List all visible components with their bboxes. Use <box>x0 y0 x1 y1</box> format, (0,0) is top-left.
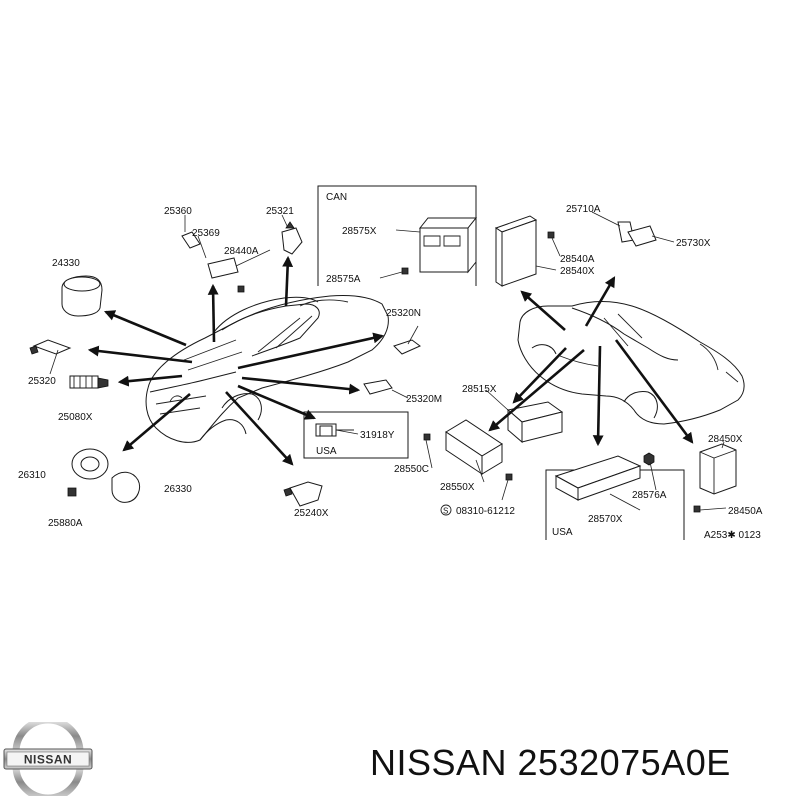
part-label: 25321 <box>266 206 294 217</box>
part-label: 28570X <box>588 514 623 525</box>
part-label: 28540X <box>560 266 595 277</box>
part-label: 28515X <box>462 384 497 395</box>
part-label: 28575A <box>326 274 361 285</box>
part-label: 28550X <box>440 482 475 493</box>
part-label: 26330 <box>164 484 192 495</box>
nissan-logo-text: NISSAN <box>24 753 72 767</box>
usa-label-1: USA <box>316 446 337 457</box>
page-title: NISSAN 2532075A0E <box>370 742 731 783</box>
part-label: 28550C <box>394 464 429 475</box>
can-label: CAN <box>326 192 347 203</box>
part-label: 28440A <box>224 246 259 257</box>
part-label: 08310-61212 <box>456 506 515 517</box>
part-label: 25730X <box>676 238 711 249</box>
part-label: 26310 <box>18 470 46 481</box>
part-label: 31918Y <box>360 430 395 441</box>
svg-text:S: S <box>443 507 448 516</box>
part-label: 25880A <box>48 518 83 529</box>
part-labels: 25360 25369 25321 28440A 24330 25320 250… <box>18 204 763 541</box>
right-car-illustration <box>517 301 745 425</box>
part-label: 25369 <box>192 228 220 239</box>
part-label-prefix-s <box>440 504 452 516</box>
part-label: 25320 <box>28 376 56 387</box>
part-label: 25240X <box>294 508 329 519</box>
part-label: 28540A <box>560 254 595 265</box>
part-label: 28575X <box>342 226 377 237</box>
part-label: 25360 <box>164 206 192 217</box>
part-label: 28450A <box>728 506 763 517</box>
part-label: 28576A <box>632 490 667 501</box>
part-label: 25320N <box>386 308 421 319</box>
usa-label-2: USA <box>552 527 573 538</box>
component-glyphs <box>29 215 737 513</box>
part-label: 25080X <box>58 412 93 423</box>
figure-code: A253✱ 0123 <box>704 530 761 541</box>
leader-lines <box>49 211 727 511</box>
left-car-illustration <box>145 295 389 443</box>
nissan-logo: NISSAN <box>3 722 93 796</box>
usa-variant-box-2: USA <box>545 452 685 540</box>
part-label: 28450X <box>708 434 743 445</box>
part-label: 25710A <box>566 204 601 215</box>
part-label: 24330 <box>52 258 80 269</box>
pointer-arrows <box>87 255 694 466</box>
part-label: 25320M <box>406 394 442 405</box>
